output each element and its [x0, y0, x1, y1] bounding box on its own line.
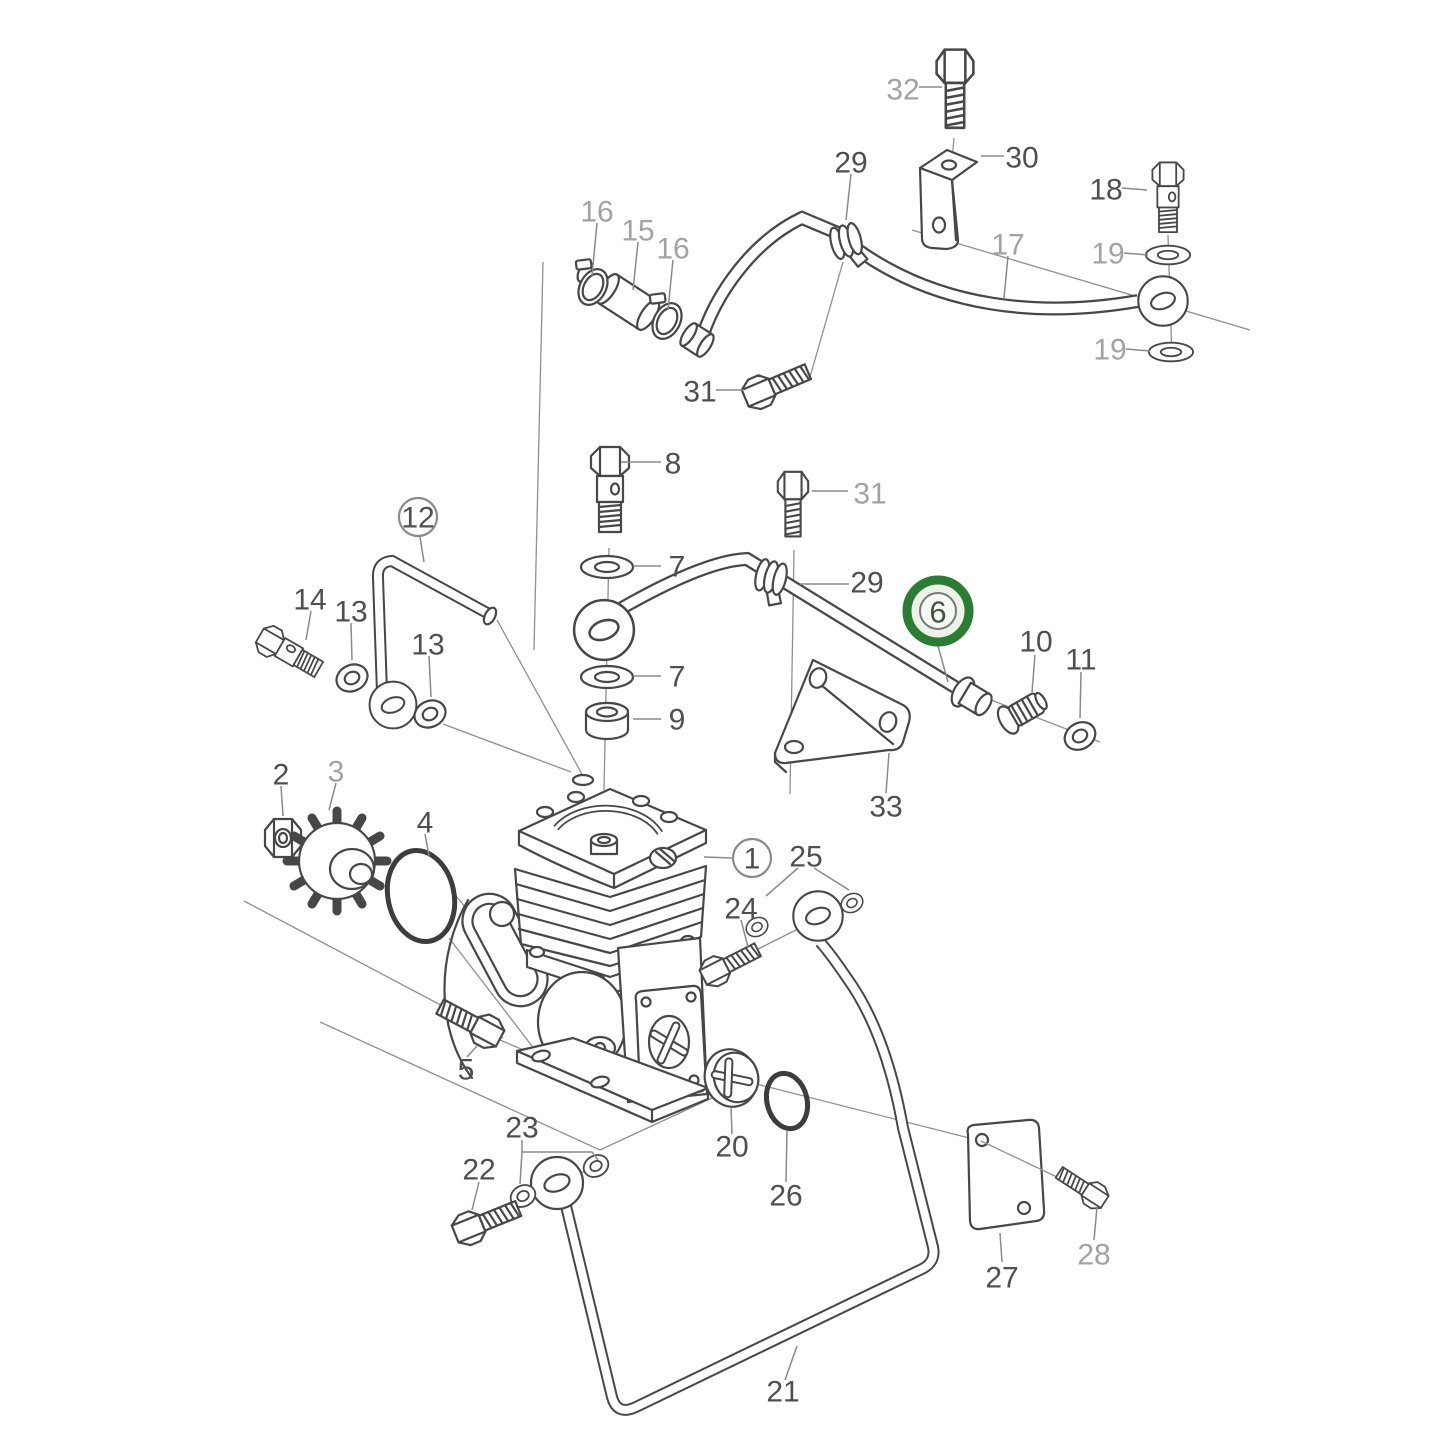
- part-label-17: 17: [991, 229, 1024, 262]
- part-label-2: 2: [273, 759, 290, 792]
- part-label-26: 26: [769, 1180, 802, 1213]
- part-label-10: 10: [1019, 626, 1052, 659]
- part-label-30: 30: [1005, 142, 1038, 175]
- part-label-9: 9: [669, 704, 686, 737]
- part-label-7-b: 7: [669, 661, 686, 694]
- top-pipe-assembly: [558, 48, 1195, 415]
- part-label-28: 28: [1077, 1239, 1110, 1272]
- label-leader-lines: [280, 86, 1151, 1381]
- callout-12: 12: [397, 496, 439, 538]
- hose-fitting: [679, 322, 715, 358]
- ear-hole: [488, 900, 516, 928]
- part-label-19-a: 19: [1091, 238, 1124, 271]
- part-label-22: 22: [462, 1154, 495, 1187]
- part-label-23: 23: [505, 1112, 538, 1145]
- part-label-7-a: 7: [669, 551, 686, 584]
- pipe-12-open-end: [482, 606, 498, 626]
- middle-pipe-assembly: [251, 445, 1102, 774]
- washer-7-upper: [579, 554, 635, 580]
- highlighted-callout-6[interactable]: 6: [902, 575, 974, 647]
- highlight-label: 6: [929, 595, 946, 630]
- compressor-top-cover: [517, 787, 708, 876]
- gear-3: [282, 806, 392, 916]
- washer-19-upper: [1144, 244, 1192, 266]
- part-number-labels: 32 30 29 18 19 17 19 16 15 16 31 8 31 7 …: [273, 74, 1127, 1409]
- callout-12-label: 12: [401, 502, 434, 535]
- clamp-29-top: [826, 220, 870, 274]
- banjo-bolt-18: [1151, 161, 1185, 234]
- pipe-6-banjo-end: [572, 598, 636, 662]
- part-label-13-a: 13: [334, 596, 367, 629]
- part-label-29-b: 29: [850, 567, 883, 600]
- part-label-24: 24: [724, 893, 757, 926]
- part-label-33: 33: [869, 791, 902, 824]
- part-label-8: 8: [665, 448, 682, 481]
- part-label-21: 21: [766, 1376, 799, 1409]
- bolt-24: [695, 935, 766, 992]
- pipe-17-banjo-end: [1137, 275, 1189, 327]
- pipe-21-banjo-lower: [529, 1155, 585, 1211]
- part-label-16-a: 16: [580, 196, 613, 229]
- washer-7-lower: [579, 664, 635, 690]
- part-label-3: 3: [328, 756, 345, 789]
- callout-1: 1: [731, 837, 773, 879]
- cover-plate-27: [966, 1118, 1046, 1231]
- washer-23-right: [578, 1149, 614, 1183]
- spacer-9: [584, 701, 630, 741]
- part-label-4: 4: [417, 807, 434, 840]
- pipe-6-end-fitting: [950, 676, 993, 717]
- bolt-28: [1051, 1160, 1113, 1214]
- part-label-15: 15: [621, 215, 654, 248]
- part-label-20: 20: [715, 1131, 748, 1164]
- bolt-5: [431, 991, 509, 1054]
- part-label-29-a: 29: [834, 147, 867, 180]
- part-label-5: 5: [458, 1054, 475, 1087]
- part-label-27: 27: [985, 1262, 1018, 1295]
- bolt-32: [935, 48, 975, 130]
- banjo-bolt-22: [448, 1192, 526, 1250]
- part-label-14: 14: [293, 584, 326, 617]
- bolt-31-top: [737, 355, 816, 415]
- o-ring-4: [384, 847, 458, 945]
- part-label-32: 32: [886, 74, 919, 107]
- drive-gear-group: [263, 806, 458, 945]
- highlight-inner-circle: [919, 592, 957, 630]
- part-label-11: 11: [1065, 644, 1096, 677]
- washer-13-left: [330, 658, 374, 698]
- bracket-33: [773, 658, 911, 774]
- top-stud: [589, 832, 619, 856]
- washer-19-lower: [1147, 341, 1195, 363]
- bolt-31-middle: [776, 470, 810, 538]
- hose-15: [595, 273, 661, 331]
- part-label-31-a: 31: [683, 376, 716, 409]
- o-ring-26: [763, 1070, 811, 1132]
- banjo-bolt-14: [251, 621, 328, 684]
- callout-1-label: 1: [744, 843, 761, 876]
- banjo-bolt-8: [589, 445, 631, 534]
- pipe-12-banjo-end: [368, 680, 418, 730]
- part-label-25: 25: [789, 841, 822, 874]
- cover-20: [703, 1048, 760, 1108]
- part-label-16-b: 16: [656, 233, 689, 266]
- fitting-10: [996, 691, 1048, 735]
- bottom-pipe-assembly: [448, 888, 1113, 1416]
- pipe-21-banjo-upper: [792, 890, 844, 942]
- part-label-13-b: 13: [411, 629, 444, 662]
- bracket-30: [918, 148, 979, 251]
- part-label-18: 18: [1089, 174, 1122, 207]
- part-label-31-b: 31: [853, 478, 886, 511]
- part-label-19-b: 19: [1093, 334, 1126, 367]
- compressor-1: [443, 773, 710, 1124]
- washer-11: [1058, 715, 1102, 757]
- nut-2: [263, 817, 303, 859]
